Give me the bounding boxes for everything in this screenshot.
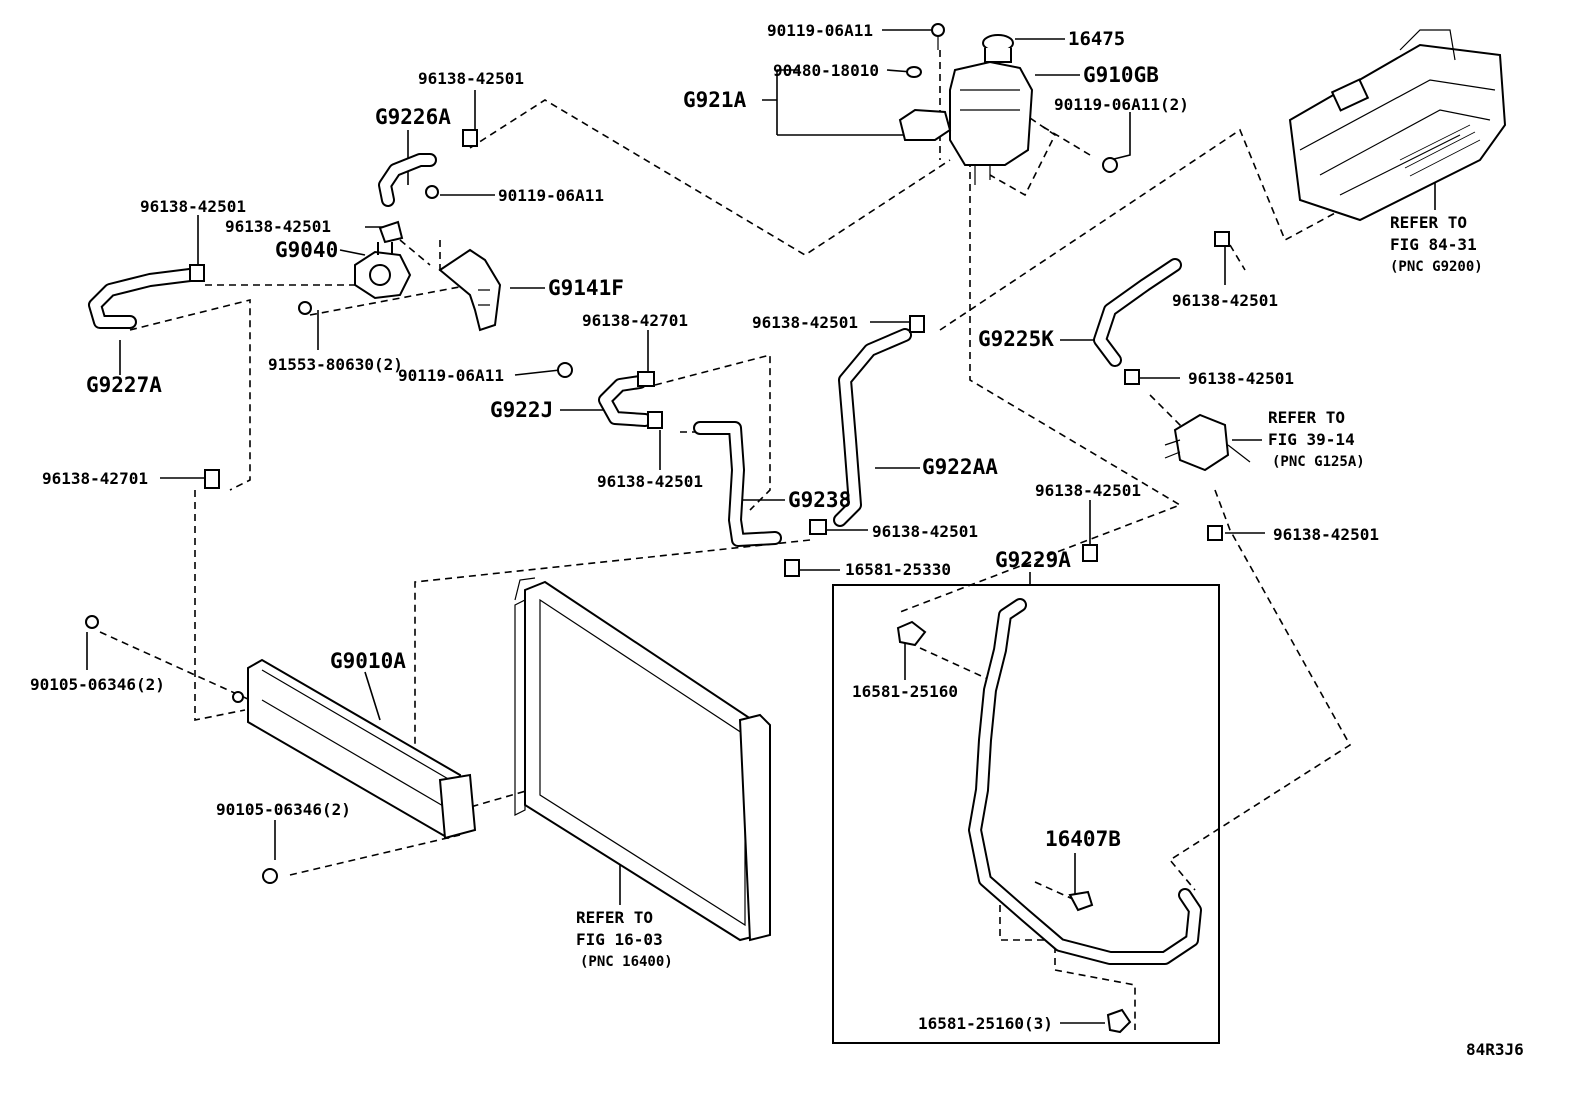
label-g9040: G9040 <box>275 238 338 262</box>
clamp-icon <box>462 129 478 147</box>
radiator <box>514 577 771 942</box>
bolt-icon <box>1102 157 1118 173</box>
sensor-icon <box>1068 890 1094 912</box>
label-g910gb: G910GB <box>1083 63 1159 87</box>
label-90105-06346-b: 90105-06346(2) <box>216 800 351 819</box>
water-pump <box>354 220 412 300</box>
pump-bracket <box>298 185 573 378</box>
ref-radiator-line3: (PNC 16400) <box>580 954 673 970</box>
clamp-icon <box>784 559 800 577</box>
bolt-icon <box>425 185 439 199</box>
clamp-icon <box>1082 544 1098 562</box>
label-96138-42501-d: 96138-42501 <box>597 472 703 491</box>
label-96138-42501-c: 96138-42501 <box>225 217 331 236</box>
label-16581-25330: 16581-25330 <box>845 560 951 579</box>
label-96138-42501-g: 96138-42501 <box>1172 291 1278 310</box>
label-96138-42501-b: 96138-42501 <box>140 197 246 216</box>
inverter-unit <box>1288 29 1507 222</box>
label-g9226a: G9226A <box>375 105 451 129</box>
label-96138-42701-a: 96138-42701 <box>582 311 688 330</box>
bolt-icon <box>931 23 945 37</box>
clamp-icon <box>809 519 827 535</box>
ref-inverter-line3: (PNC G9200) <box>1390 259 1483 275</box>
part-labels: 90119-06A11 16475 90480-18010 G910GB G92… <box>30 21 1524 1059</box>
label-g922aa: G922AA <box>922 455 998 479</box>
label-16475: 16475 <box>1068 28 1125 50</box>
label-90480-18010: 90480-18010 <box>773 61 879 80</box>
clamp-icon <box>1207 525 1223 541</box>
label-90119-06a11-2: 90119-06A11(2) <box>1054 95 1189 114</box>
label-90119-06a11-low: 90119-06A11 <box>398 366 504 385</box>
ref-radiator-line2: FIG 16-03 <box>576 930 663 949</box>
clamp-icon <box>637 371 655 387</box>
g9229a-detail-box <box>832 584 1220 1044</box>
label-96138-42501-j: 96138-42501 <box>1273 525 1379 544</box>
clamp-icon <box>647 411 663 429</box>
hoses <box>88 153 1202 965</box>
label-16581-25160: 16581-25160 <box>852 682 958 701</box>
heat-exchanger <box>1164 413 1251 472</box>
label-g9227a: G9227A <box>86 373 162 397</box>
label-90119-06a11-top: 90119-06A11 <box>767 21 873 40</box>
ref-exchanger-line3: (PNC G125A) <box>1272 454 1365 470</box>
figure-code: 84R3J6 <box>1466 1040 1524 1059</box>
ref-inverter-line1: REFER TO <box>1390 213 1467 232</box>
label-91553-80630: 91553-80630(2) <box>268 355 403 374</box>
label-g9010a: G9010A <box>330 649 406 673</box>
label-90105-06346-a: 90105-06346(2) <box>30 675 165 694</box>
label-g9229a: G9229A <box>995 548 1071 572</box>
ref-exchanger-line2: FIG 39-14 <box>1268 430 1355 449</box>
label-96138-42501-f: 96138-42501 <box>872 522 978 541</box>
reservoir-tank <box>898 23 1118 185</box>
label-96138-42501-h: 96138-42501 <box>1188 369 1294 388</box>
leader-lines <box>86 29 1436 1024</box>
label-g922j: G922J <box>490 398 553 422</box>
label-g9141f: G9141F <box>548 276 624 300</box>
bolt-icon <box>298 301 312 315</box>
label-96138-42701-b: 96138-42701 <box>42 469 148 488</box>
bolt-icon <box>262 868 278 884</box>
ref-exchanger-line1: REFER TO <box>1268 408 1345 427</box>
clamp-icon <box>896 620 927 647</box>
clamp-icon <box>1106 1008 1132 1034</box>
ref-inverter-line2: FIG 84-31 <box>1390 235 1477 254</box>
cooler-g9010a <box>85 615 477 884</box>
bolt-icon <box>85 615 99 629</box>
label-g9225k: G9225K <box>978 327 1054 351</box>
label-16581-25160-3: 16581-25160(3) <box>918 1014 1053 1033</box>
bolt-icon <box>557 362 573 378</box>
clamp-icon <box>189 264 205 282</box>
clamp-icon <box>204 469 220 489</box>
label-16407b: 16407B <box>1045 827 1121 851</box>
ref-radiator-line1: REFER TO <box>576 908 653 927</box>
clamp-icon <box>909 315 925 333</box>
clamp-icon <box>1124 369 1140 385</box>
clamp-icon <box>1214 231 1230 247</box>
label-g9238: G9238 <box>788 488 851 512</box>
label-g921a: G921A <box>683 88 747 112</box>
label-96138-42501-e: 96138-42501 <box>752 313 858 332</box>
label-96138-42501-i: 96138-42501 <box>1035 481 1141 500</box>
label-96138-42501-a: 96138-42501 <box>418 69 524 88</box>
hose-clamps <box>189 129 1230 1034</box>
label-90119-06a11-mid: 90119-06A11 <box>498 186 604 205</box>
